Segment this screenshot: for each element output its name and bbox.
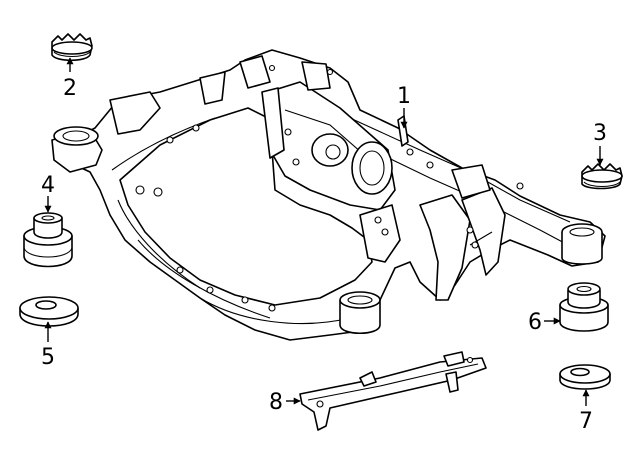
body-mount-bushing-right	[559, 282, 609, 332]
callout-6: 6	[528, 310, 542, 335]
upper-insulator-left	[51, 33, 93, 62]
upper-insulator-right	[581, 163, 623, 190]
callout-3: 3	[593, 121, 607, 146]
lower-washer-right	[559, 364, 611, 390]
callout-2: 2	[63, 76, 77, 101]
callout-labels: 1 2 3 4 5 6 7 8	[41, 76, 607, 434]
callout-1: 1	[397, 84, 411, 109]
subframe-crossmember	[51, 49, 606, 341]
brace-bar	[299, 351, 487, 431]
callout-7: 7	[579, 409, 593, 434]
callout-4: 4	[41, 173, 55, 198]
lower-washer-left	[19, 296, 79, 327]
callout-8: 8	[269, 390, 283, 415]
callout-5: 5	[41, 345, 55, 370]
leader-lines	[44, 57, 604, 406]
body-mount-bushing-left	[23, 212, 73, 268]
